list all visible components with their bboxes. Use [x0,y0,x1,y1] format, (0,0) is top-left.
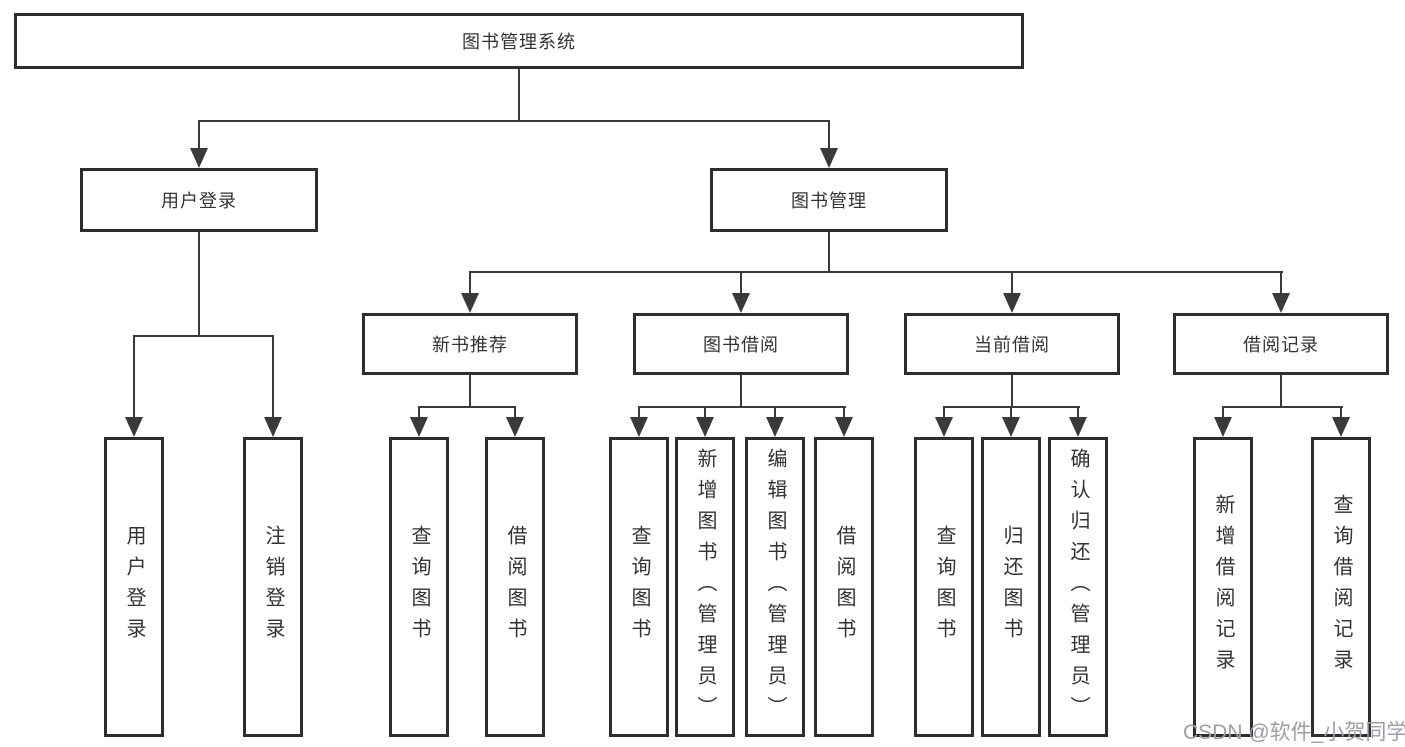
node-label: 新增图书（管理员） [694,447,716,727]
leaf-nb-query-books: 查询图书 [389,437,449,737]
connector-line [1340,406,1342,419]
connector-line [469,375,471,408]
arrowhead-down-icon [125,417,143,437]
arrowhead-down-icon [766,417,784,437]
watermark: CSDN @软件_小贺同学 [1183,721,1405,744]
node-label: 图书管理 [791,191,867,211]
node-label: 新增借阅记录 [1212,494,1234,680]
arrowhead-down-icon [696,417,714,437]
node-book-management: 图书管理 [710,168,948,232]
connector-line [1011,271,1013,295]
connector-line [1010,406,1012,419]
arrowhead-down-icon [264,417,282,437]
leaf-user-login: 用户登录 [104,437,164,737]
connector-line [1222,406,1224,419]
node-label: 借阅图书 [504,525,526,649]
connector-line [469,271,1283,273]
node-user-login: 用户登录 [80,168,318,232]
arrowhead-down-icon [835,417,853,437]
arrowhead-down-icon [820,148,838,168]
arrowhead-down-icon [935,417,953,437]
leaf-nb-borrow-books: 借阅图书 [485,437,545,737]
node-label: 编辑图书（管理员） [764,447,786,727]
leaf-br-add-record: 新增借阅记录 [1193,437,1253,737]
node-label: 用户登录 [123,525,145,649]
connector-line [518,69,520,122]
connector-line [133,335,274,337]
node-label: 图书管理系统 [462,32,576,52]
arrowhead-down-icon [410,417,428,437]
node-label: 确认归还（管理员） [1067,447,1089,727]
node-label: 借阅记录 [1243,335,1319,355]
leaf-bb-add-books-admin: 新增图书（管理员） [675,437,735,737]
arrowhead-down-icon [1214,417,1232,437]
connector-line [704,406,706,419]
arrowhead-down-icon [630,417,648,437]
node-label: 归还图书 [1000,525,1022,649]
node-label: 查询图书 [933,525,955,649]
node-root: 图书管理系统 [14,13,1024,69]
leaf-logout: 注销登录 [243,437,303,737]
leaf-cb-query-books: 查询图书 [914,437,974,737]
connector-line [198,120,200,152]
connector-line [1280,271,1282,295]
arrowhead-down-icon [461,293,479,313]
leaf-bb-edit-books-admin: 编辑图书（管理员） [745,437,805,737]
connector-line [843,406,845,419]
connector-line [828,120,830,152]
node-label: 图书借阅 [703,335,779,355]
node-label: 注销登录 [262,525,284,649]
connector-line [774,406,776,419]
connector-line [943,406,945,419]
node-label: 查询图书 [408,525,430,649]
connector-line [469,271,471,295]
connector-line [1077,406,1079,419]
connector-line [198,120,830,122]
connector-line [740,375,742,408]
arrowhead-down-icon [1002,417,1020,437]
node-label: 新书推荐 [432,335,508,355]
connector-line [418,406,420,419]
arrowhead-down-icon [1332,417,1350,437]
leaf-bb-query-books: 查询图书 [609,437,669,737]
node-label: 借阅图书 [833,525,855,649]
connector-line [828,232,830,273]
node-label: 查询借阅记录 [1330,494,1352,680]
connector-line [1011,375,1013,408]
connector-line [740,271,742,295]
node-book-borrow: 图书借阅 [633,313,849,375]
arrowhead-down-icon [732,293,750,313]
connector-line [133,335,135,419]
arrowhead-down-icon [190,148,208,168]
connector-line [272,335,274,419]
arrowhead-down-icon [1003,293,1021,313]
node-label: 用户登录 [161,191,237,211]
leaf-br-query-record: 查询借阅记录 [1311,437,1371,737]
connector-line [638,406,846,408]
connector-line [198,232,200,337]
connector-line [638,406,640,419]
leaf-cb-confirm-return-admin: 确认归还（管理员） [1048,437,1108,737]
arrowhead-down-icon [1069,417,1087,437]
node-current-borrow: 当前借阅 [904,313,1120,375]
node-label: 查询图书 [628,525,650,649]
node-new-book-recommend: 新书推荐 [362,313,578,375]
node-borrow-records: 借阅记录 [1173,313,1389,375]
connector-line [418,406,516,408]
arrowhead-down-icon [506,417,524,437]
leaf-bb-borrow-books: 借阅图书 [814,437,874,737]
connector-line [1222,406,1343,408]
arrowhead-down-icon [1272,293,1290,313]
connector-line [514,406,516,419]
connector-line [1280,375,1282,408]
node-label: 当前借阅 [974,335,1050,355]
leaf-cb-return-books: 归还图书 [981,437,1041,737]
